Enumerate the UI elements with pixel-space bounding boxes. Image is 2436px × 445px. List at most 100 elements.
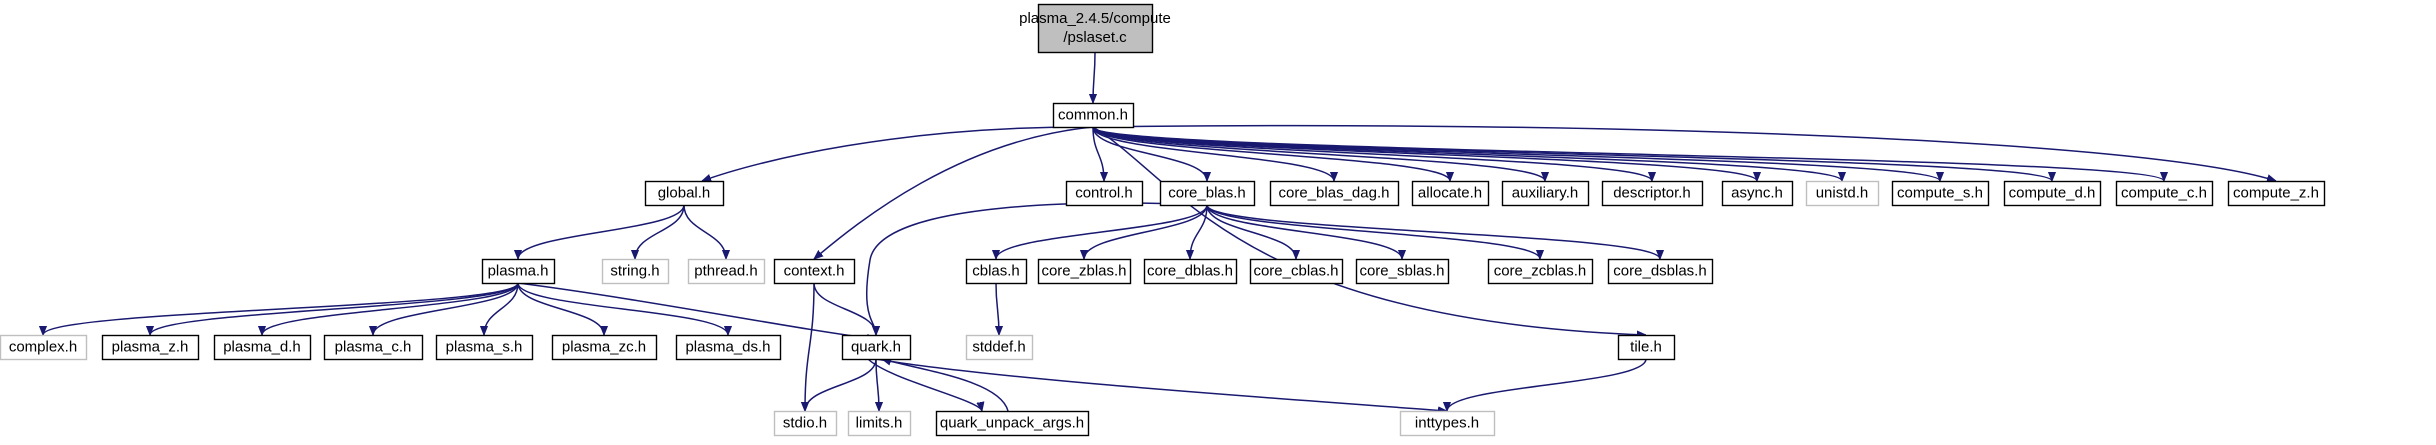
node-box [1487, 258, 1594, 285]
node-box [1355, 258, 1450, 285]
edge-common-to-compute_z [1092, 124, 2276, 181]
node-plasma[interactable]: plasma.h [481, 258, 556, 285]
node-global[interactable]: global.h [644, 180, 725, 207]
node-core_dsblas[interactable]: core_dsblas.h [1607, 258, 1714, 285]
node-core_sblas[interactable]: core_sblas.h [1355, 258, 1450, 285]
node-core_blas[interactable]: core_blas.h [1159, 180, 1256, 207]
node-label: stdio.h [783, 415, 827, 432]
node-label: global.h [658, 185, 711, 202]
edge-common-to-auxiliary [1092, 126, 1545, 182]
node-label: tile.h [1630, 339, 1662, 356]
node-quark[interactable]: quark.h [841, 334, 912, 361]
node-root[interactable]: plasma_2.4.5/compute/pslaset.c [1019, 3, 1171, 54]
node-label: plasma_d.h [223, 339, 301, 356]
edge-common-to-control [1092, 126, 1104, 181]
node-box [644, 180, 725, 207]
edge-global-to-string [635, 204, 685, 260]
node-cblas[interactable]: cblas.h [965, 258, 1028, 285]
edge-plasma-to-plasma_z [150, 282, 519, 336]
node-core_dblas[interactable]: core_dblas.h [1143, 258, 1238, 285]
node-plasma_z[interactable]: plasma_z.h [101, 334, 200, 361]
edge-context-to-stdio [805, 282, 815, 411]
node-label: compute_c.h [2121, 185, 2207, 202]
node-box [1721, 180, 1794, 207]
node-box [773, 410, 838, 437]
node-label: context.h [784, 263, 845, 280]
node-compute_z[interactable]: compute_z.h [2227, 180, 2326, 207]
node-tile[interactable]: tile.h [1617, 334, 1676, 361]
node-plasma_s[interactable]: plasma_s.h [435, 334, 534, 361]
edge-quark-to-stdio [805, 358, 877, 412]
node-label: limits.h [856, 415, 903, 432]
node-label: control.h [1075, 185, 1133, 202]
node-label: stddef.h [972, 339, 1025, 356]
node-compute_d[interactable]: compute_d.h [2003, 180, 2102, 207]
node-stddef: stddef.h [965, 334, 1034, 361]
node-box [935, 410, 1090, 437]
node-plasma_d[interactable]: plasma_d.h [213, 334, 312, 361]
node-context[interactable]: context.h [773, 258, 856, 285]
node-label: core_zblas.h [1041, 263, 1126, 280]
edge-global-to-plasma [518, 204, 685, 260]
edge-plasma-to-plasma_ds [517, 282, 728, 336]
node-box [601, 258, 670, 285]
edge-tile-to-inttypes [1447, 358, 1647, 412]
node-compute_s[interactable]: compute_s.h [1891, 180, 1990, 207]
node-auxiliary[interactable]: auxiliary.h [1501, 180, 1590, 207]
edge-core_blas-to-core_cblas [1206, 204, 1296, 260]
edge-plasma-to-complex [43, 282, 519, 336]
node-plasma_zc[interactable]: plasma_zc.h [551, 334, 658, 361]
node-allocate[interactable]: allocate.h [1411, 180, 1490, 207]
edge-common-to-compute_c [1092, 126, 2164, 182]
node-label: plasma_z.h [112, 339, 189, 356]
node-box [2115, 180, 2214, 207]
edge-quark_unpack_args-to-quark [882, 359, 1009, 412]
node-descriptor[interactable]: descriptor.h [1601, 180, 1704, 207]
edge-core_blas-to-core_zblas [1084, 204, 1208, 260]
node-plasma_ds[interactable]: plasma_ds.h [675, 334, 782, 361]
node-label: unistd.h [1816, 185, 1869, 202]
edge-cblas-to-stddef [996, 282, 999, 335]
edge-global-to-pthread [683, 204, 726, 260]
node-box [0, 334, 88, 361]
node-box [2227, 180, 2326, 207]
node-complex: complex.h [0, 334, 88, 361]
node-box [847, 410, 912, 437]
node-async[interactable]: async.h [1721, 180, 1794, 207]
node-control[interactable]: control.h [1065, 180, 1144, 207]
node-core_zcblas[interactable]: core_zcblas.h [1487, 258, 1594, 285]
node-label: core_cblas.h [1253, 263, 1338, 280]
node-label: core_dsblas.h [1613, 263, 1706, 280]
edge-common-to-descriptor [1092, 126, 1652, 182]
node-box [481, 258, 556, 285]
edge-common-to-tile [1092, 126, 1646, 335]
node-label: quark_unpack_args.h [940, 415, 1084, 432]
edge-common-to-core_blas_dag [1092, 126, 1334, 182]
node-box [1037, 3, 1154, 54]
edge-quark-to-quark_unpack_args [867, 358, 982, 411]
node-box [1399, 410, 1496, 437]
node-box [213, 334, 312, 361]
node-quark_unpack_args[interactable]: quark_unpack_args.h [935, 410, 1090, 437]
node-plasma_c[interactable]: plasma_c.h [323, 334, 424, 361]
edge-quark-to-inttypes [875, 358, 1447, 411]
node-box [965, 334, 1034, 361]
node-label: compute_d.h [2009, 185, 2096, 202]
edge-common-to-allocate [1092, 126, 1450, 182]
node-compute_c[interactable]: compute_c.h [2115, 180, 2214, 207]
node-common[interactable]: common.h [1052, 102, 1135, 129]
node-box [1411, 180, 1490, 207]
node-label: core_zcblas.h [1494, 263, 1587, 280]
edge-core_blas-to-core_zcblas [1206, 204, 1540, 260]
node-core_blas_dag[interactable]: core_blas_dag.h [1269, 180, 1400, 207]
node-inttypes: inttypes.h [1399, 410, 1496, 437]
node-box [1065, 180, 1144, 207]
node-label: core_blas.h [1168, 185, 1246, 202]
node-label: plasma_s.h [446, 339, 523, 356]
node-core_zblas[interactable]: core_zblas.h [1037, 258, 1132, 285]
edge-core_blas-to-cblas [996, 204, 1208, 260]
node-box [323, 334, 424, 361]
node-core_cblas[interactable]: core_cblas.h [1249, 258, 1344, 285]
node-label: plasma_c.h [335, 339, 412, 356]
